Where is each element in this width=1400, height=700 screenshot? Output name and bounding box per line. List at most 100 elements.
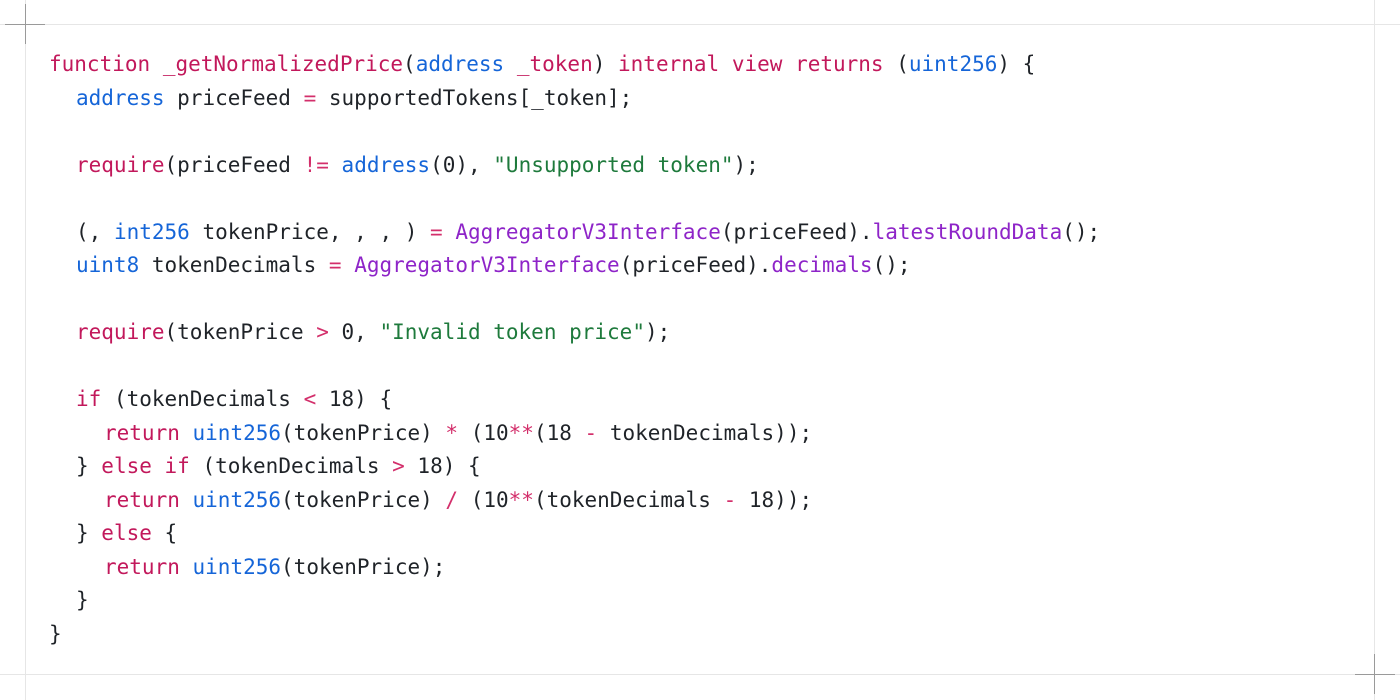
code-block: function _getNormalizedPrice(address _to… xyxy=(49,48,1100,651)
code-token xyxy=(329,153,342,177)
code-token: / xyxy=(445,487,459,512)
code-token: ( xyxy=(883,52,909,76)
code-token: view xyxy=(731,52,783,76)
code-token: ) xyxy=(592,52,619,76)
code-token: 0, xyxy=(328,320,380,344)
code-line: } else if (tokenDecimals > 18) { xyxy=(49,450,1100,484)
code-line: (, int256 tokenPrice, , , ) = Aggregator… xyxy=(49,216,1100,250)
code-token xyxy=(719,52,732,76)
code-token: priceFeed xyxy=(164,85,304,110)
code-token: ); xyxy=(733,152,759,177)
code-line: address priceFeed = supportedTokens[_tok… xyxy=(49,82,1100,116)
code-line: } else { xyxy=(49,517,1100,551)
code-token: (tokenPrice) xyxy=(281,420,446,445)
code-token: address xyxy=(76,85,165,110)
code-token xyxy=(180,555,193,579)
code-token: uint256 xyxy=(192,487,282,512)
code-token: (priceFeed). xyxy=(619,253,772,277)
frame-guide-top xyxy=(0,24,1400,25)
code-token: - xyxy=(584,420,598,445)
code-token xyxy=(150,52,163,76)
code-token: require xyxy=(76,320,165,344)
code-token: (18 xyxy=(533,420,585,445)
code-token: AggregatorV3Interface xyxy=(354,253,620,277)
code-token xyxy=(152,454,165,478)
code-line: require(tokenPrice > 0, "Invalid token p… xyxy=(49,316,1100,350)
code-token: "Invalid token price" xyxy=(379,320,645,344)
code-token: latestRoundData xyxy=(872,219,1063,244)
code-token: } xyxy=(76,521,102,545)
code-token: = xyxy=(303,85,317,110)
code-token: != xyxy=(303,152,329,177)
code-line: function _getNormalizedPrice(address _to… xyxy=(49,48,1100,82)
code-token: (priceFeed xyxy=(164,152,304,177)
code-token xyxy=(782,52,795,76)
code-token: else xyxy=(101,521,152,545)
code-token xyxy=(180,488,193,512)
code-token: > xyxy=(316,320,329,344)
code-line: return uint256(tokenPrice); xyxy=(49,551,1100,585)
code-line: return uint256(tokenPrice) / (10**(token… xyxy=(49,484,1100,518)
code-token xyxy=(504,52,517,76)
code-token xyxy=(180,421,193,445)
code-token xyxy=(443,220,456,244)
code-line xyxy=(49,283,1100,317)
crosshair-top-left-icon xyxy=(0,0,50,50)
code-token: > xyxy=(392,454,405,478)
code-token: = xyxy=(430,219,443,244)
code-token: ) { xyxy=(997,52,1036,76)
code-token: < xyxy=(303,387,317,411)
code-token: decimals xyxy=(771,253,873,277)
code-token: } xyxy=(76,454,102,478)
code-token: (); xyxy=(872,253,911,277)
code-line xyxy=(49,182,1100,216)
code-token: internal xyxy=(618,52,720,76)
code-token: (tokenPrice) xyxy=(281,487,446,512)
code-token: if xyxy=(164,454,190,478)
code-token: supportedTokens[_token]; xyxy=(316,85,633,110)
code-token: int256 xyxy=(113,219,190,244)
code-token: (10 xyxy=(458,487,509,512)
code-token: (tokenDecimals xyxy=(533,487,724,512)
code-token: 18) { xyxy=(316,387,393,411)
code-line: require(priceFeed != address(0), "Unsupp… xyxy=(49,149,1100,183)
code-token: (tokenPrice); xyxy=(281,554,446,579)
code-token: ** xyxy=(508,487,534,512)
code-token xyxy=(342,253,355,277)
code-token: uint256 xyxy=(192,420,282,445)
code-token: tokenDecimals)); xyxy=(597,420,813,445)
code-token: address xyxy=(341,152,431,177)
code-token: } xyxy=(49,621,62,646)
code-token: AggregatorV3Interface xyxy=(455,219,721,244)
code-token: address xyxy=(415,52,505,76)
code-token: - xyxy=(723,487,737,512)
code-token: 18)); xyxy=(736,487,813,512)
frame-guide-right xyxy=(1374,0,1375,700)
frame-guide-bottom xyxy=(0,674,1400,675)
code-token: return xyxy=(104,554,180,579)
code-token: uint256 xyxy=(908,52,998,76)
code-token: = xyxy=(328,253,342,277)
code-line: return uint256(tokenPrice) * (10**(18 - … xyxy=(49,417,1100,451)
code-token: tokenDecimals xyxy=(139,253,329,277)
code-token: _getNormalizedPrice xyxy=(162,52,404,76)
code-token: (tokenDecimals xyxy=(189,454,393,478)
code-token: (, xyxy=(76,219,114,244)
code-token: else xyxy=(101,454,152,478)
code-token: tokenPrice, , , ) xyxy=(189,219,431,244)
code-token: ** xyxy=(508,420,534,445)
code-token: if xyxy=(76,387,102,411)
code-token: _token xyxy=(516,52,593,76)
code-token: (); xyxy=(1062,219,1101,244)
code-line xyxy=(49,350,1100,384)
code-token: uint8 xyxy=(76,253,140,277)
code-token: (10 xyxy=(458,420,509,445)
code-line: } xyxy=(49,618,1100,652)
code-token: "Unsupported token" xyxy=(493,152,734,177)
code-token: uint256 xyxy=(192,554,282,579)
code-token: 18) { xyxy=(404,454,481,478)
frame-guide-left xyxy=(25,0,26,700)
code-token: ); xyxy=(644,320,671,344)
code-token: (priceFeed). xyxy=(720,219,873,244)
